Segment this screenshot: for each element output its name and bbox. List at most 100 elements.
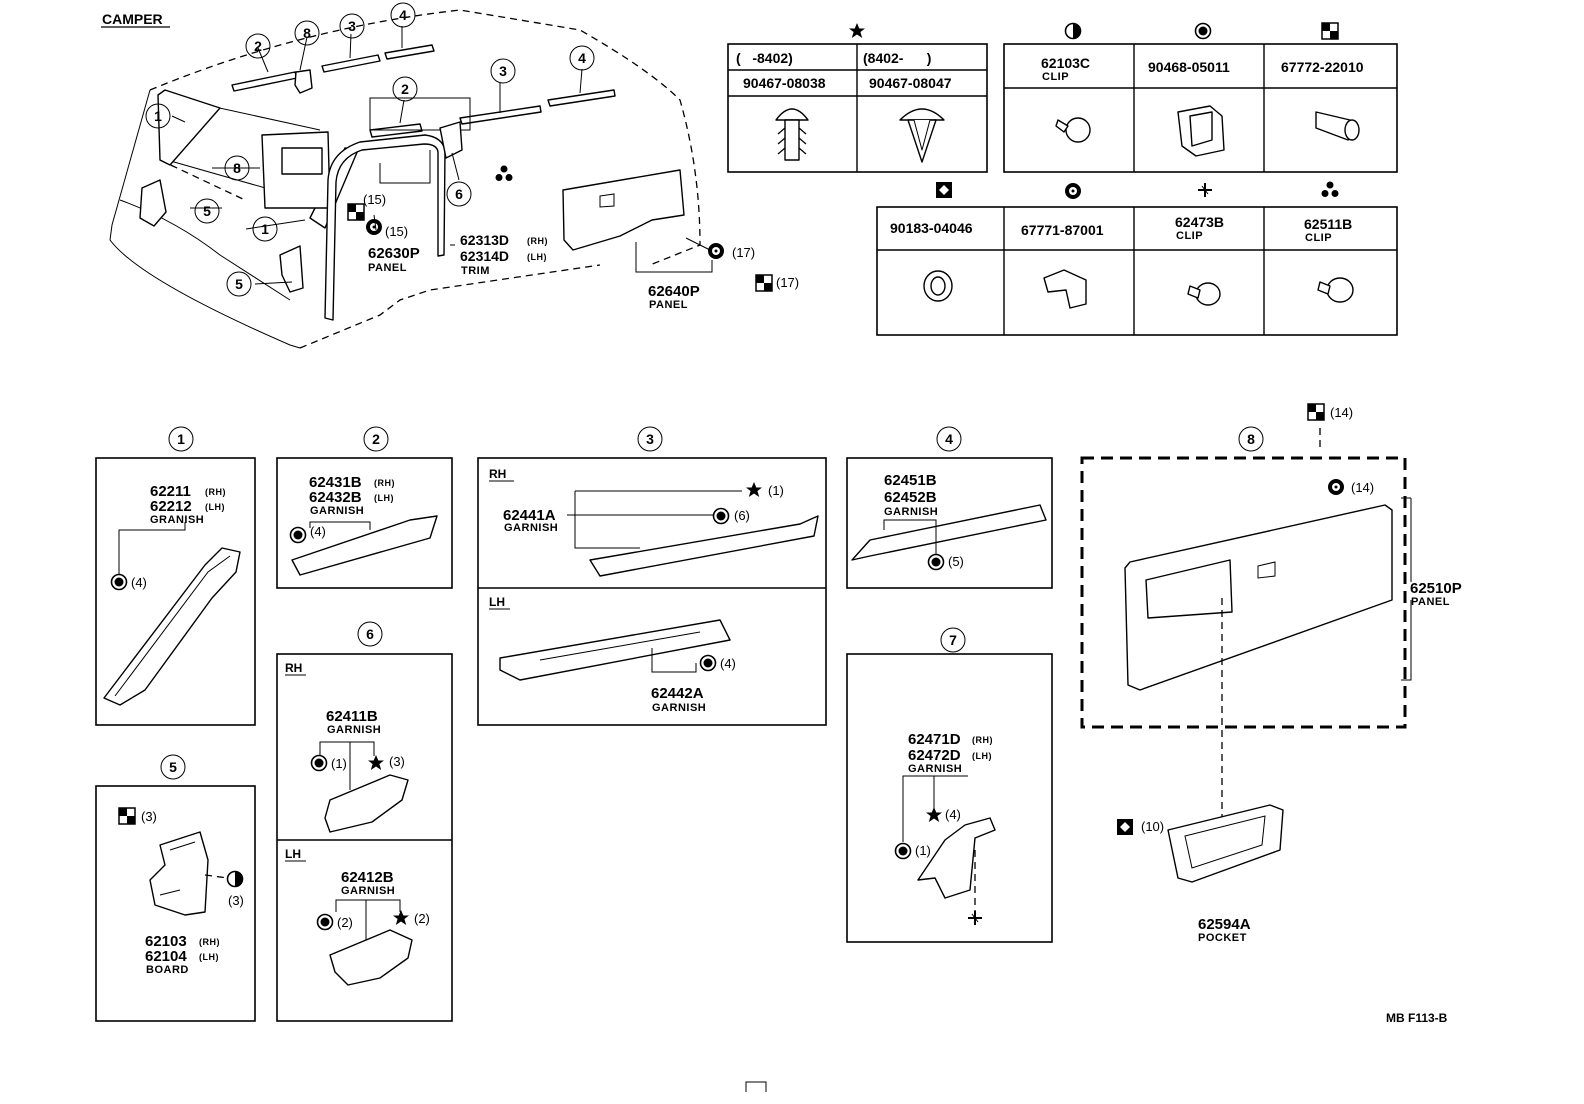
part-62104: 62104 — [145, 948, 187, 965]
garnish-7-part — [917, 817, 996, 899]
part-62594A: 62594A — [1198, 916, 1251, 933]
part-62451B: 62451B — [884, 472, 937, 489]
svg-text:(10): (10) — [1141, 819, 1164, 834]
svg-text:GARNISH: GARNISH — [341, 885, 395, 897]
svg-text:(LH): (LH) — [199, 952, 219, 962]
svg-text:GARNISH: GARNISH — [652, 702, 706, 714]
svg-text:PANEL: PANEL — [1411, 596, 1450, 608]
svg-text:LH: LH — [285, 847, 301, 861]
svg-text:5: 5 — [203, 203, 211, 219]
garnish-4-part — [851, 504, 1047, 561]
part-62640P: 62640P — [648, 283, 700, 300]
part-62441A: 62441A — [503, 507, 556, 524]
svg-text:GARNISH: GARNISH — [310, 505, 364, 517]
pillar-garnish-rear — [157, 89, 221, 166]
part-62473B: 62473B — [1175, 214, 1224, 230]
part-90467-08047: 90467-08047 — [869, 75, 952, 91]
svg-text:8: 8 — [1247, 431, 1255, 447]
svg-text:(RH): (RH) — [205, 487, 226, 497]
svg-text:(RH): (RH) — [527, 236, 548, 246]
garnish-6-rh-part — [324, 774, 409, 833]
svg-text:CLIP: CLIP — [1176, 230, 1203, 242]
svg-text:(8402- ): (8402- ) — [863, 50, 931, 66]
callout-1b: 1 — [252, 216, 278, 242]
group-3: 3 RH 62441A GARNISH (1) (6) LH (4) 62442… — [477, 426, 827, 726]
svg-text:(4): (4) — [945, 807, 961, 822]
part-62212: 62212 — [150, 498, 192, 515]
svg-text:GARNISH: GARNISH — [327, 724, 381, 736]
panel-frame — [1080, 456, 1407, 729]
callout-6a: 8 — [294, 20, 320, 46]
svg-text:GRANISH: GRANISH — [150, 514, 204, 526]
svg-text:(2): (2) — [337, 915, 353, 930]
svg-text:(1): (1) — [768, 483, 784, 498]
svg-text:(5): (5) — [948, 554, 964, 569]
callout-8: 8 — [224, 155, 250, 181]
svg-text:PANEL: PANEL — [649, 299, 688, 311]
fastener-table-a: 62103C CLIP 90468-05011 67772-22010 — [1003, 22, 1398, 173]
svg-text:(LH): (LH) — [972, 751, 992, 761]
svg-text:(14): (14) — [1330, 405, 1353, 420]
svg-text:(1): (1) — [331, 756, 347, 771]
garnish-6-lh-part — [329, 929, 413, 986]
part-62472D: 62472D — [908, 747, 961, 764]
part-90468-05011: 90468-05011 — [1148, 59, 1230, 75]
fastener-table-star: ( -8402) (8402- ) 90467-08038 90467-0804… — [727, 23, 988, 173]
svg-text:8: 8 — [303, 25, 311, 41]
svg-text:GARNISH: GARNISH — [884, 506, 938, 518]
svg-text:(4): (4) — [131, 575, 147, 590]
svg-text:( -8402): ( -8402) — [736, 50, 793, 66]
svg-text:2: 2 — [372, 431, 380, 447]
svg-text:4: 4 — [399, 7, 407, 23]
svg-text:RH: RH — [285, 661, 302, 675]
svg-text:(3): (3) — [141, 809, 157, 824]
svg-text:3: 3 — [348, 18, 356, 34]
part-62431B: 62431B — [309, 474, 362, 491]
part-62510P: 62510P — [1410, 580, 1462, 597]
svg-text:CLIP: CLIP — [1305, 232, 1332, 244]
pocket-part — [1167, 804, 1284, 883]
svg-text:4: 4 — [578, 50, 586, 66]
svg-text:(17): (17) — [776, 275, 799, 290]
part-62452B: 62452B — [884, 489, 937, 506]
svg-text:8: 8 — [233, 160, 241, 176]
callout-3b: 3 — [490, 58, 516, 84]
callout-4b: 4 — [569, 45, 595, 71]
diagram-code: MB F113-B — [1386, 1011, 1448, 1025]
svg-text:6: 6 — [366, 626, 374, 642]
svg-text:(1): (1) — [915, 843, 931, 858]
part-62442A: 62442A — [651, 685, 704, 702]
svg-text:(3): (3) — [389, 754, 405, 769]
callout-3a: 3 — [339, 13, 365, 39]
garnish-2-part — [291, 515, 438, 576]
svg-text:POCKET: POCKET — [1198, 932, 1247, 944]
callout-6b: 6 — [446, 181, 472, 207]
part-62471D: 62471D — [908, 731, 961, 748]
rear-panel — [1124, 504, 1393, 691]
bumper-line — [119, 199, 291, 301]
svg-text:(4): (4) — [720, 656, 736, 671]
svg-text:(3): (3) — [228, 893, 244, 908]
lower-outline — [299, 264, 601, 349]
group-8: 8 (14) (14) 62510P PANEL (10) 62594A POC… — [1080, 403, 1462, 944]
svg-text:BOARD: BOARD — [146, 964, 189, 976]
svg-text:(LH): (LH) — [205, 502, 225, 512]
roof-outline — [149, 9, 701, 266]
part-62411B: 62411B — [326, 708, 378, 725]
rear-outline — [109, 89, 301, 349]
svg-text:1: 1 — [177, 431, 185, 447]
part-62313D: 62313D — [460, 232, 509, 248]
svg-text:(6): (6) — [734, 508, 750, 523]
pillar-garnish — [103, 547, 241, 706]
group-4: 4 62451B 62452B GARNISH (5) — [846, 426, 1053, 589]
part-90467-08038: 90467-08038 — [743, 75, 826, 91]
vehicle-overview: CAMPER — [101, 2, 799, 349]
svg-text:TRIM: TRIM — [461, 265, 490, 277]
callout-5a: 5 — [194, 198, 220, 224]
svg-text:2: 2 — [254, 38, 262, 54]
svg-text:1: 1 — [154, 108, 162, 124]
garnish-lh-part — [499, 619, 731, 681]
svg-text:(RH): (RH) — [199, 937, 220, 947]
board-part — [149, 831, 209, 916]
